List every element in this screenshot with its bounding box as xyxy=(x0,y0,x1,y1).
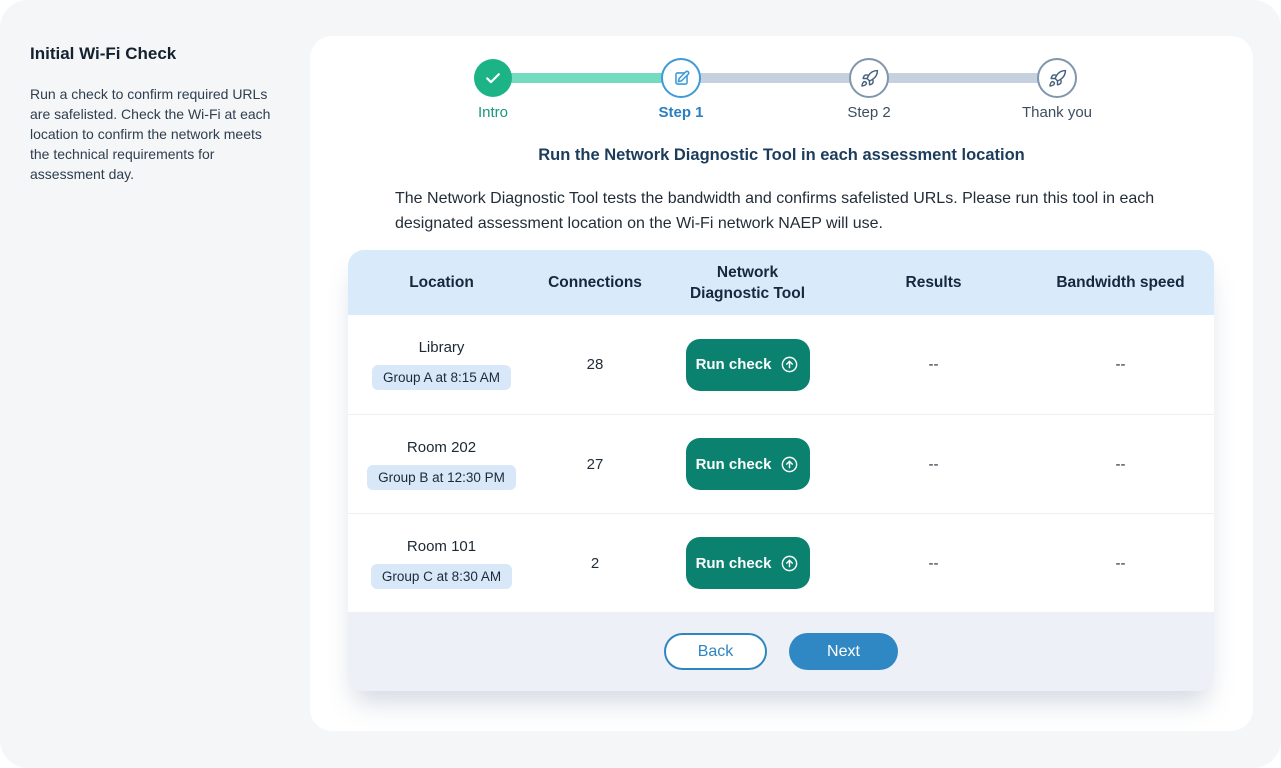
bandwidth-speed-cell: -- xyxy=(1115,554,1126,572)
table-header-row: Location Connections Network Diagnostic … xyxy=(348,250,1214,315)
connections-cell: 27 xyxy=(586,455,604,473)
location-name: Room 202 xyxy=(406,438,477,456)
back-button[interactable]: Back xyxy=(664,633,767,670)
table-body: Library Group A at 8:15 AM 28 Run check … xyxy=(348,315,1214,612)
wizard-stepper: Intro Step 1 Step 2 Thank you xyxy=(310,36,1253,166)
group-schedule-badge: Group C at 8:30 AM xyxy=(370,563,513,589)
stepper-line-complete xyxy=(493,73,681,83)
diagnostic-table-panel: Location Connections Network Diagnostic … xyxy=(348,250,1214,691)
rocket-icon xyxy=(860,69,879,88)
location-cell: Library Group A at 8:15 AM xyxy=(348,315,535,414)
run-check-label: Run check xyxy=(695,554,772,572)
bandwidth-speed-cell: -- xyxy=(1115,356,1126,373)
step-intro-indicator xyxy=(474,59,512,97)
location-cell: Room 202 Group B at 12:30 PM xyxy=(348,415,535,513)
wizard-footer: Back Next xyxy=(348,612,1214,691)
step-2-label: Step 2 xyxy=(847,104,891,121)
step-1-label: Step 1 xyxy=(658,104,704,121)
step-1-indicator xyxy=(661,58,701,98)
step-2-indicator xyxy=(849,58,889,98)
sidebar-title: Initial Wi-Fi Check xyxy=(30,44,177,63)
results-cell: -- xyxy=(928,356,939,373)
column-header-location: Location xyxy=(409,274,474,291)
results-cell: -- xyxy=(928,554,939,572)
table-row: Library Group A at 8:15 AM 28 Run check … xyxy=(348,315,1214,414)
next-button[interactable]: Next xyxy=(789,633,898,670)
step-intro-label: Intro xyxy=(477,104,508,121)
connections-cell: 2 xyxy=(590,554,600,572)
column-header-bandwidth-speed: Bandwidth speed xyxy=(1056,274,1185,291)
column-header-network-diagnostic-tool: Network Diagnostic Tool xyxy=(655,250,840,315)
group-schedule-badge: Group B at 12:30 PM xyxy=(367,464,516,490)
bandwidth-speed-cell: -- xyxy=(1115,455,1126,473)
column-header-results: Results xyxy=(905,274,962,291)
location-cell: Room 101 Group C at 8:30 AM xyxy=(348,514,535,612)
stepper-line-upcoming xyxy=(681,73,869,83)
edit-icon xyxy=(672,69,691,88)
stepper-line-upcoming xyxy=(869,73,1057,83)
main-card: Intro Step 1 Step 2 Thank you Run t xyxy=(310,36,1253,731)
connections-cell: 28 xyxy=(586,356,604,373)
column-header-connections: Connections xyxy=(548,274,642,291)
sidebar: Initial Wi-Fi Check Run a check to confi… xyxy=(30,44,290,184)
location-name: Room 101 xyxy=(406,537,477,555)
run-check-button[interactable]: Run check xyxy=(685,537,810,589)
results-cell: -- xyxy=(928,455,939,473)
page-title: Run the Network Diagnostic Tool in each … xyxy=(538,146,1025,164)
check-icon xyxy=(483,68,503,88)
run-check-label: Run check xyxy=(695,356,772,373)
arrow-up-circle-icon xyxy=(780,355,799,374)
arrow-up-circle-icon xyxy=(780,554,799,573)
group-schedule-badge: Group A at 8:15 AM xyxy=(371,365,512,390)
table-row: Room 101 Group C at 8:30 AM 2 Run check … xyxy=(348,513,1214,612)
column-header-ndt-label: Network Diagnostic Tool xyxy=(689,263,806,302)
run-check-button[interactable]: Run check xyxy=(685,338,810,391)
run-check-button[interactable]: Run check xyxy=(685,438,810,490)
rocket-icon xyxy=(1048,69,1067,88)
location-name: Library xyxy=(418,339,465,356)
table-row: Room 202 Group B at 12:30 PM 27 Run chec… xyxy=(348,414,1214,513)
arrow-up-circle-icon xyxy=(780,455,799,474)
step-thank-you-indicator xyxy=(1037,58,1077,98)
page-description: The Network Diagnostic Tool tests the ba… xyxy=(395,190,1155,232)
run-check-label: Run check xyxy=(695,455,772,473)
sidebar-description: Run a check to confirm required URLs are… xyxy=(30,86,271,182)
network-diagnostic-tool-cell: Run check xyxy=(655,315,840,414)
step-thank-you-label: Thank you xyxy=(1021,104,1093,121)
network-diagnostic-tool-cell: Run check xyxy=(655,415,840,513)
network-diagnostic-tool-cell: Run check xyxy=(655,514,840,612)
